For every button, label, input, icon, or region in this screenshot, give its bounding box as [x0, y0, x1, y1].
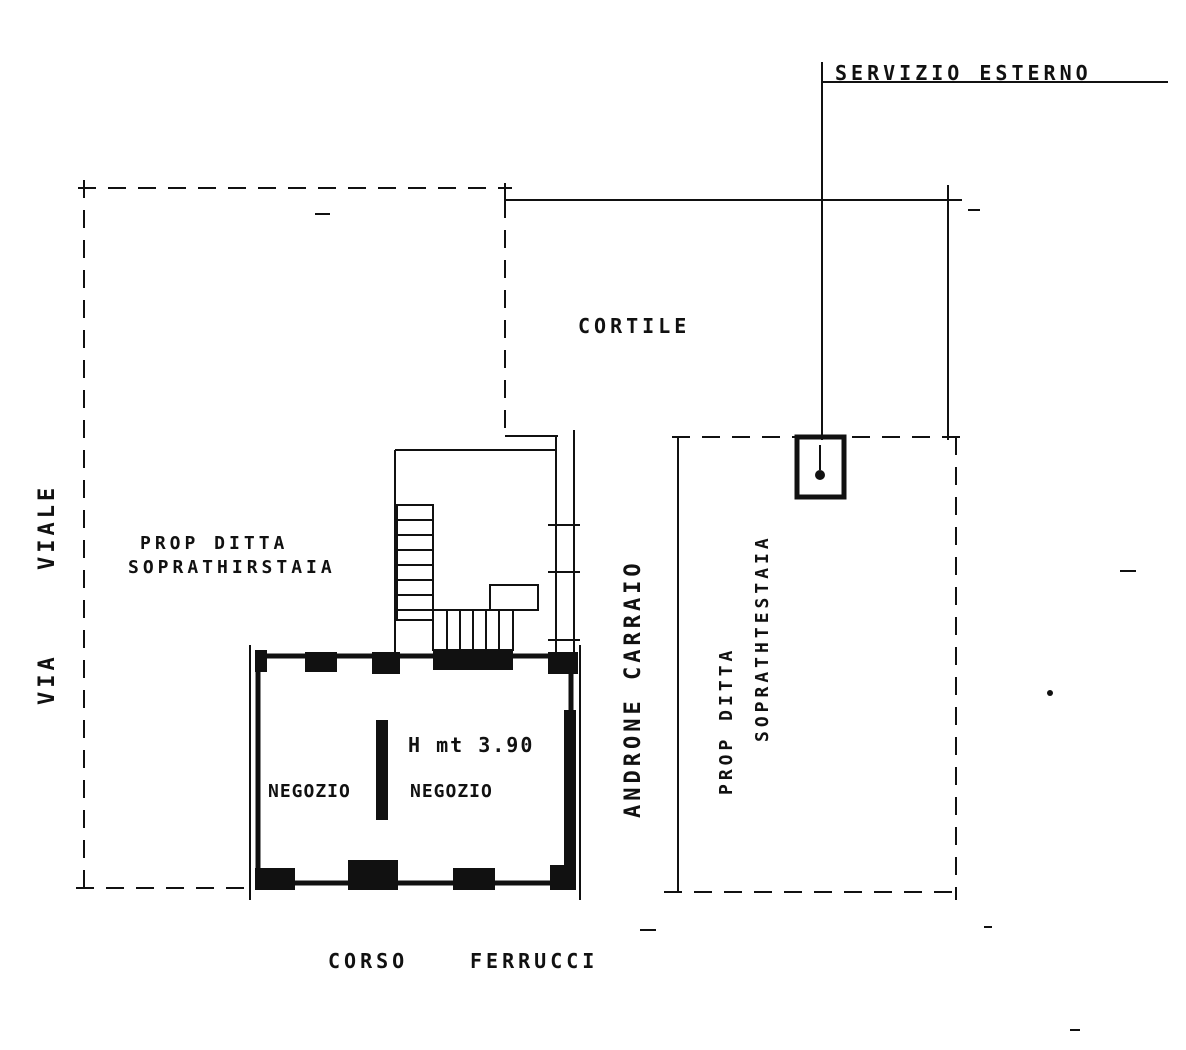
negozio-left-label: NEGOZIO: [268, 781, 351, 802]
prop-ditta-right-label: PROP DITTA: [716, 647, 737, 795]
shop-walls: [249, 645, 581, 900]
corso-label: CORSO: [328, 949, 408, 973]
prop-ditta-left-label: PROP DITTA: [140, 533, 288, 554]
soprathirstaia-left-label: SOPRATHIRSTAIA: [128, 557, 336, 578]
androne-carraio-label: ANDRONE CARRAIO: [621, 559, 646, 818]
left-property-boundary: [76, 180, 512, 892]
cortile-boundary: [504, 185, 962, 440]
soprathtestaia-right-label: SOPRATHTESTAIA: [752, 534, 773, 742]
ferrucci-label: FERRUCCI: [470, 949, 598, 973]
viale-label: VIALE: [35, 484, 60, 570]
negozio-right-label: NEGOZIO: [410, 781, 493, 802]
cortile-label: CORTILE: [578, 314, 690, 338]
service-shaft: [794, 434, 847, 500]
stair-area: [394, 430, 580, 660]
right-property-boundary: [664, 436, 972, 900]
servizio-esterno-label: SERVIZIO ESTERNO: [835, 61, 1092, 85]
stray-marks: [315, 209, 1136, 1031]
servizio-esterno-lines: [821, 62, 1168, 440]
height-label: H mt 3.90: [408, 733, 534, 757]
via-label: VIA: [35, 653, 60, 705]
wall-piers: [255, 650, 578, 890]
